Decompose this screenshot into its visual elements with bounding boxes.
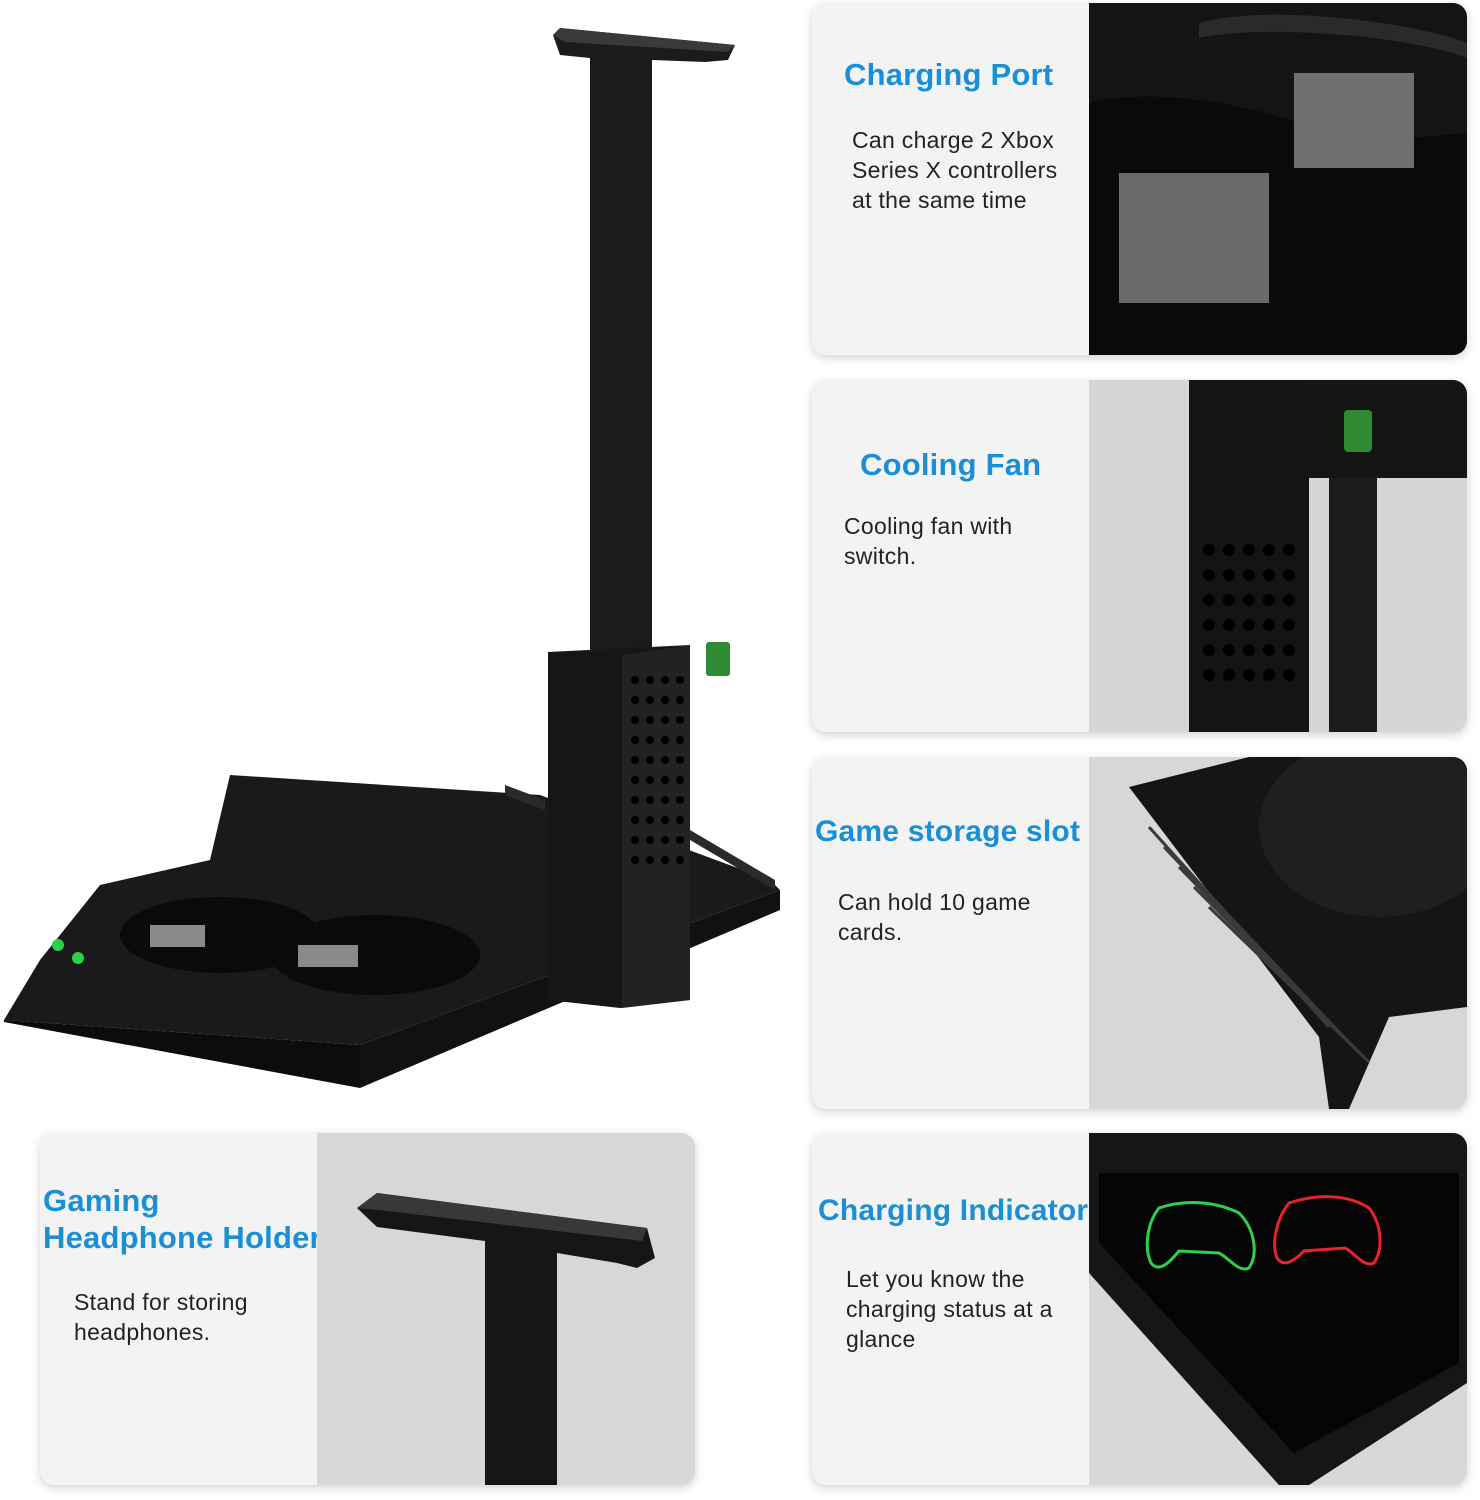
headphone-holder-image	[317, 1133, 695, 1485]
feature-title: Gaming Headphone Holder	[43, 1183, 322, 1255]
feature-description: Can hold 10 game cards.	[838, 889, 1031, 945]
feature-description: Let you know the charging status at a gl…	[846, 1266, 1053, 1352]
feature-description: Can charge 2 Xbox Series X controllers a…	[852, 127, 1058, 213]
feature-description: Cooling fan with switch.	[844, 513, 1013, 569]
charging-indicator-image	[1089, 1133, 1467, 1485]
feature-title: Cooling Fan	[860, 447, 1042, 482]
product-main-image	[0, 0, 800, 1090]
feature-title: Charging Indicator	[818, 1194, 1089, 1227]
feature-title: Game storage slot	[815, 815, 1081, 848]
game-storage-image	[1089, 757, 1467, 1109]
feature-description: Stand for storing headphones.	[74, 1289, 248, 1345]
feature-title: Charging Port	[844, 57, 1054, 92]
feature-card-cooling-fan: Cooling Fan Cooling fan with switch.	[812, 380, 1467, 732]
charging-port-image	[1089, 3, 1467, 355]
feature-card-headphone-holder: Gaming Headphone Holder Stand for storin…	[40, 1133, 695, 1485]
feature-card-game-storage: Game storage slot Can hold 10 game cards…	[812, 757, 1467, 1109]
feature-card-charging-port: Charging Port Can charge 2 Xbox Series X…	[812, 3, 1467, 355]
feature-card-charging-indicator: Charging Indicator Let you know the char…	[812, 1133, 1467, 1485]
cooling-fan-image	[1089, 380, 1467, 732]
